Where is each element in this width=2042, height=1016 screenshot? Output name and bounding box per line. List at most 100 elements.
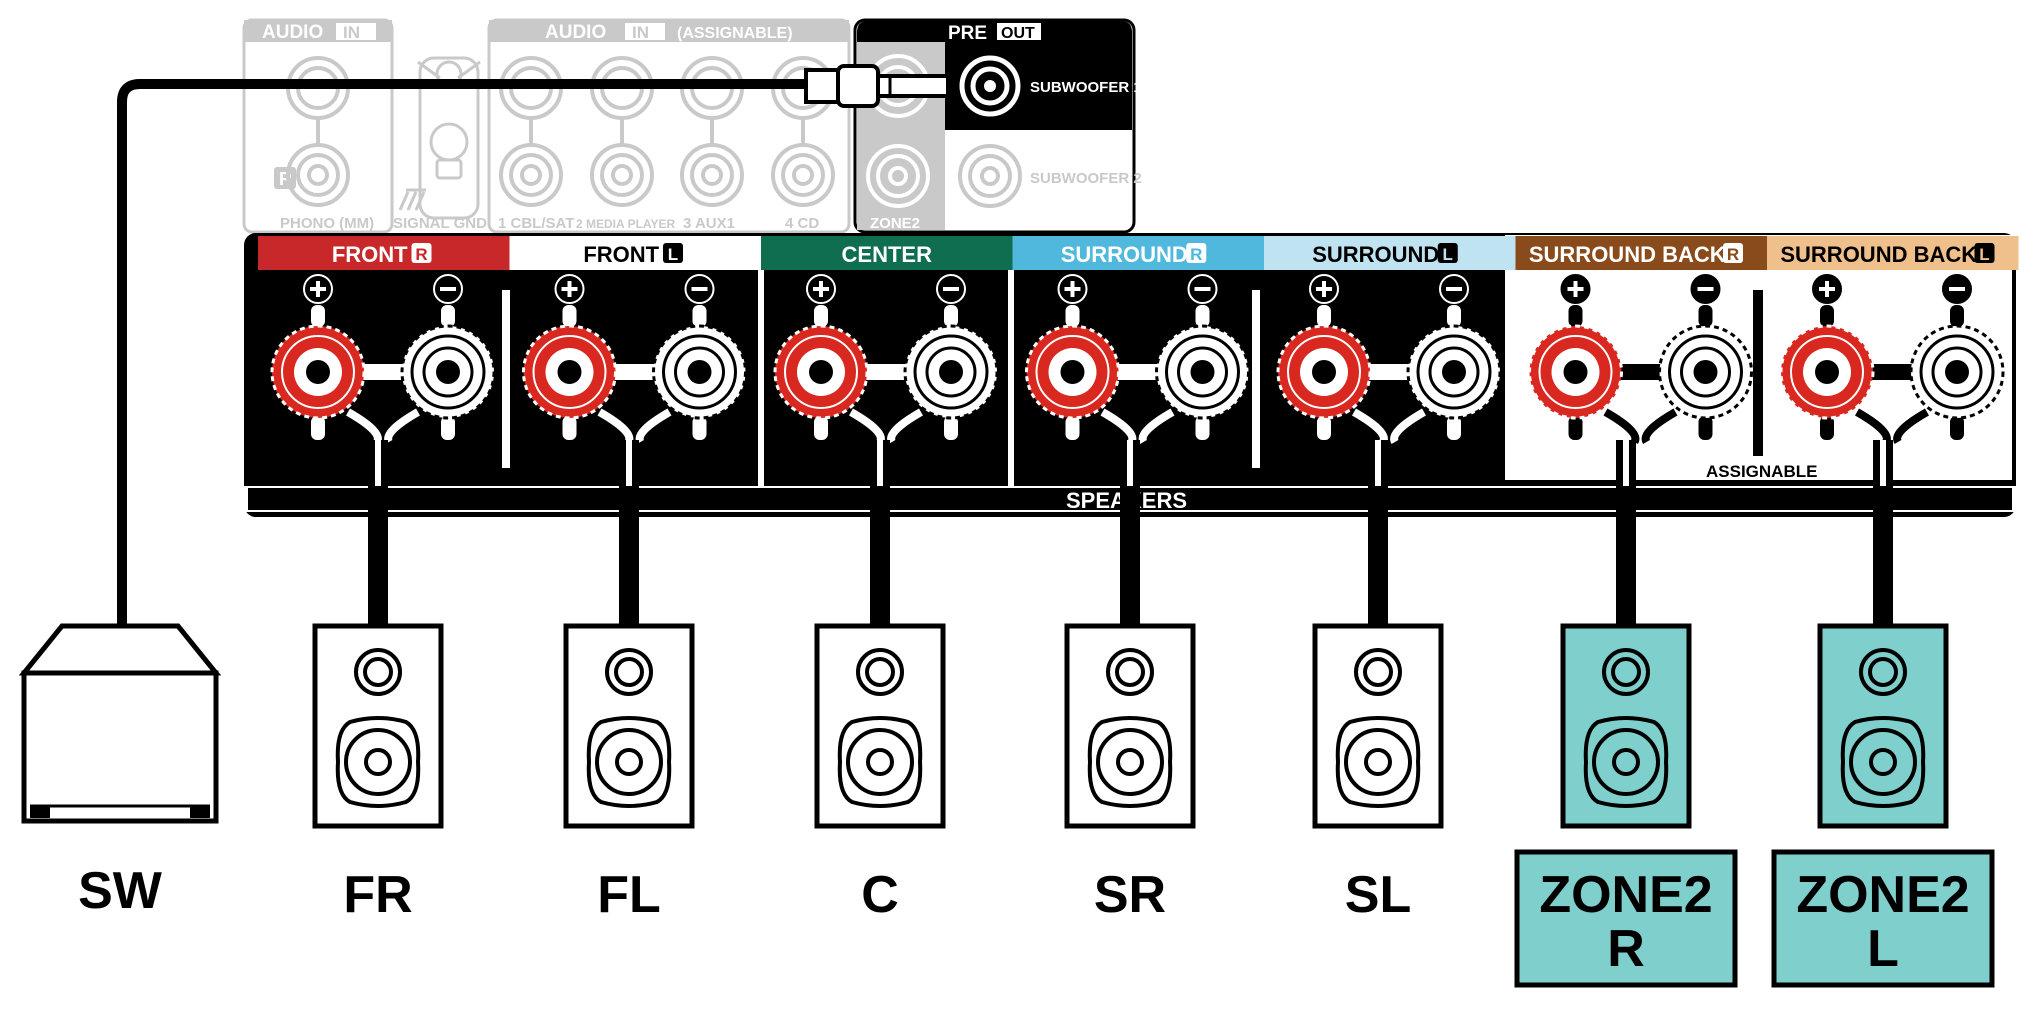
positive-terminal [1276, 324, 1372, 420]
positive-terminal [1528, 324, 1623, 420]
speaker-label-sr: SR [1094, 866, 1166, 924]
zone2-l-label-box [1771, 849, 1995, 988]
section-header-bg [761, 236, 1013, 270]
audio-in-2-badge [625, 23, 665, 40]
audio-in-2-assignable: (ASSIGNABLE) [677, 25, 793, 42]
negative-terminal [1155, 324, 1250, 420]
speaker-cable-core [1623, 440, 1629, 486]
r-channel-marker: R [274, 167, 296, 189]
negative-terminal [903, 324, 999, 420]
terminal-wire [887, 408, 923, 445]
section-header-bg [258, 236, 510, 270]
subwoofer1-jack [959, 55, 1021, 117]
speaker-terminals [270, 274, 2005, 445]
speaker-cable-core [1880, 440, 1886, 486]
positive-terminal [1025, 324, 1120, 420]
audio-in-2-frame [487, 18, 851, 234]
ghost-rca-jack [680, 143, 744, 207]
ground-symbol [398, 188, 426, 211]
speaker-label-sl: SL [1345, 866, 1411, 924]
section-header-label: SURROUND BACK [1780, 242, 1977, 267]
zone2-r-label-line2: R [1607, 920, 1645, 978]
side-badge-letter: L [1979, 245, 1989, 264]
speaker-cable [1873, 440, 1893, 630]
subwoofer-icon [18, 623, 222, 824]
section-header-label: SURROUND BACK [1529, 242, 1726, 267]
terminal-wire [1390, 408, 1426, 445]
speaker-cable-core [1127, 440, 1133, 486]
speaker-cable-core [877, 440, 883, 486]
signal-gnd-terminal [417, 56, 481, 220]
input-jack-labels: PHONO (MM) SIGNAL GND 1 CBL/SAT 2 MEDIA … [280, 215, 819, 232]
speaker-cable [1368, 440, 1388, 630]
negative-terminal [1909, 324, 2005, 420]
negative-terminal [400, 324, 496, 420]
ghost-rca-jack [771, 143, 835, 207]
ghost-rca-jack [286, 143, 350, 207]
terminal-bridge [599, 364, 670, 380]
section-header-label: FRONT [332, 242, 408, 267]
terminal-pair [1276, 274, 1502, 445]
speaker-cable [1120, 440, 1140, 630]
subwoofer-cable [117, 64, 950, 628]
section-header-label: CENTER [842, 242, 933, 267]
audio-in-1-badge [336, 23, 376, 40]
terminal-bridge [348, 364, 418, 380]
jack-label-aux1: 3 AUX1 [683, 215, 735, 232]
speaker-cables [368, 440, 1893, 630]
speaker-label-fr: FR [343, 866, 412, 924]
speaker-cable [619, 440, 639, 630]
side-badge-letter: L [1443, 245, 1453, 264]
side-badge-letter: R [1727, 245, 1739, 264]
terminal-pair [270, 274, 496, 445]
terminal-pair [522, 274, 747, 445]
jack-label-phono: PHONO (MM) [280, 215, 374, 232]
section-header: FRONT R [258, 236, 510, 270]
zone2-r-label-box [1514, 849, 1738, 988]
bookshelf-speaker-icon [1312, 623, 1444, 829]
pre-out-badge-text: OUT [1001, 25, 1035, 42]
speaker-cable [1616, 440, 1636, 630]
speaker-label-sw: SW [78, 862, 163, 920]
section-divider [1252, 290, 1260, 468]
side-badge [1723, 243, 1743, 263]
terminal-bridge [1354, 364, 1424, 380]
zone2-preout-label: ZONE2 [870, 215, 920, 232]
audio-in-2-badge-text: IN [632, 23, 649, 42]
side-badge [663, 243, 683, 263]
zone2-r-label-line1: ZONE2 [1539, 866, 1712, 924]
terminal-bridge [1857, 364, 1927, 380]
bookshelf-speaker-icon [814, 623, 946, 829]
side-badge-letter: R [415, 245, 427, 264]
side-badge [1974, 243, 1995, 263]
zone2-l-label-line1: ZONE2 [1796, 866, 1969, 924]
bookshelf-speaker-icon [1817, 623, 1949, 829]
speaker-cable [870, 440, 890, 630]
negative-terminal [1406, 324, 1502, 420]
audio-in-1-badge-text: IN [343, 23, 360, 42]
section-header: CENTER [761, 236, 1013, 270]
speaker-cable-core [1375, 440, 1381, 486]
terminal-pair [1025, 274, 1250, 445]
speaker-label-fl: FL [597, 866, 661, 924]
bookshelf-speaker-icon [1560, 623, 1692, 829]
audio-input-panel: AUDIO IN AUDIO IN (ASSIGNABLE) R [242, 18, 851, 234]
side-badge-letter: L [668, 245, 678, 264]
section-divider [1008, 270, 1014, 486]
terminal-bridge [1605, 364, 1676, 380]
side-badge-letter: R [1190, 245, 1202, 264]
jack-label-cbl-sat: 1 CBL/SAT [498, 215, 574, 232]
terminal-wire [1138, 408, 1175, 445]
speaker-cable [368, 440, 388, 630]
bookshelf-speaker-icon [1064, 623, 1196, 829]
subwoofer1-block [945, 42, 1132, 130]
speaker-labels: SW FR FL C SR SL ZONE2 R ZONE2 L [78, 849, 1995, 988]
terminal-wire [384, 408, 420, 445]
bookshelf-speaker-icon [563, 623, 695, 829]
